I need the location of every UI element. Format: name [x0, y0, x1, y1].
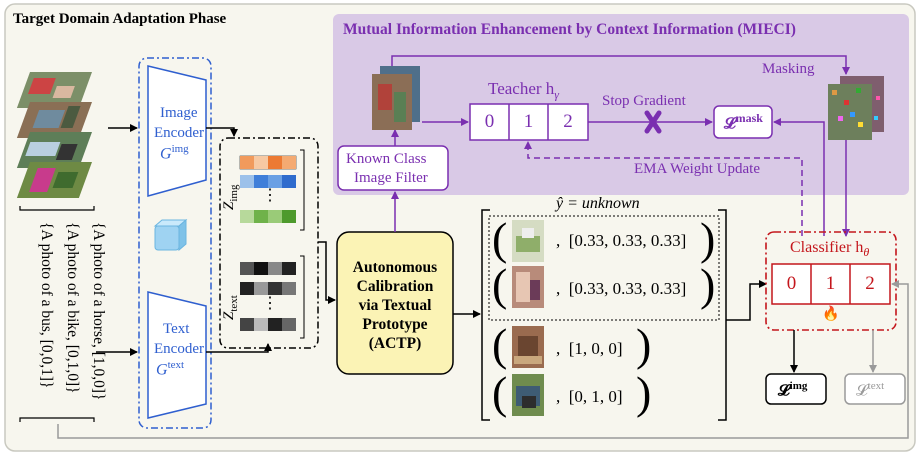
sample-paren-open-3: (: [492, 319, 508, 370]
prompt-bus: {A photo of a bus, [0,0,1]}: [38, 222, 55, 389]
sample-paren-open-2: (: [492, 259, 508, 310]
sample-vector-1: , [0.33, 0.33, 0.33]: [556, 231, 687, 250]
teacher-box: [469, 103, 589, 141]
yhat-label: ŷ = unknown: [556, 195, 640, 212]
target-image-stack: [16, 72, 92, 198]
classifier-cell-2: 2: [865, 273, 875, 294]
sample-vector-2: , [0.33, 0.33, 0.33]: [556, 279, 687, 298]
mieci-region: [333, 14, 909, 195]
image-encoder-symbol: Gimg: [160, 143, 189, 163]
masking-label: Masking: [762, 61, 815, 77]
sample-image-2: [512, 266, 544, 308]
loss-img-box: [765, 373, 827, 405]
text-encoder-symbol: Gtext: [156, 359, 185, 379]
sample-paren-open-4: (: [492, 367, 508, 418]
sample-vector-3: , [1, 0, 0]: [556, 339, 623, 358]
sample-image-4: [512, 374, 544, 416]
image-encoder-line2: Encoder: [154, 125, 204, 141]
text-encoder-shape: [147, 291, 207, 419]
image-encoder-line1: Image: [160, 105, 198, 121]
stop-gradient-icon: [644, 110, 662, 134]
stop-gradient-label: Stop Gradient: [602, 93, 686, 109]
masked-image: [828, 76, 884, 140]
z-text-label: Ztext: [221, 295, 240, 320]
feature-box: [219, 137, 319, 349]
prompt-bike: {A photo of a bike, [0,1,0]}: [64, 222, 81, 394]
sample-vector-4: , [0, 1, 0]: [556, 387, 623, 406]
fire-icon: 🔥: [822, 306, 840, 322]
known-class-filter-box: [337, 145, 449, 191]
sample-paren-close-2: ): [700, 259, 716, 310]
teacher-cell-0: 0: [484, 111, 495, 132]
teacher-cell-2: 2: [563, 111, 573, 132]
classifier-cell-0: 0: [786, 273, 797, 294]
text-encoder-line1: Text: [163, 321, 190, 337]
image-encoder-shape: [147, 65, 207, 197]
actp-label: Autonomous Calibration via Textual Proto…: [352, 259, 438, 352]
z-text-dots: ⋮: [262, 295, 278, 312]
z-img-label: Zimg: [221, 184, 240, 210]
classifier-title: Classifier hθ: [790, 239, 870, 260]
sample-image-1: [512, 220, 544, 262]
phase-title: Target Domain Adaptation Phase: [13, 11, 227, 27]
unknown-group-box: [488, 215, 720, 321]
text-encoder-line2: Encoder: [154, 341, 204, 357]
prompt-horse: {A photo of a horse, [1,0,0]}: [90, 222, 107, 401]
classifier-cell-1: 1: [825, 273, 836, 294]
sample-paren-close-3: ): [636, 319, 652, 370]
mieci-title: Mutual Information Enhancement by Contex…: [343, 21, 796, 38]
z-img-dots: ⋮: [262, 187, 278, 204]
loss-text-label: 𝓛text: [856, 380, 885, 400]
loss-text-box: [844, 373, 906, 405]
loss-mask-label: 𝓛mask: [724, 111, 763, 133]
loss-img-label: 𝓛img: [778, 380, 808, 400]
freeze-icon: [153, 218, 188, 252]
teacher-label: Teacher hγ: [488, 79, 560, 102]
ema-label: EMA Weight Update: [634, 161, 760, 177]
sample-image-3: [512, 326, 544, 368]
frozen-encoders-box: [138, 57, 212, 429]
loss-mask-box: [713, 105, 773, 139]
teacher-cell-1: 1: [523, 111, 534, 132]
sample-paren-open-1: (: [492, 213, 508, 264]
filter-label-line1: Known Class: [346, 151, 427, 167]
sample-paren-close-1: ): [700, 213, 716, 264]
sample-paren-close-4: ): [636, 367, 652, 418]
z-img-features: [239, 155, 297, 223]
filtered-image: [372, 66, 420, 130]
z-text-features: [240, 262, 296, 331]
filter-label-line2: Image Filter: [354, 170, 428, 186]
